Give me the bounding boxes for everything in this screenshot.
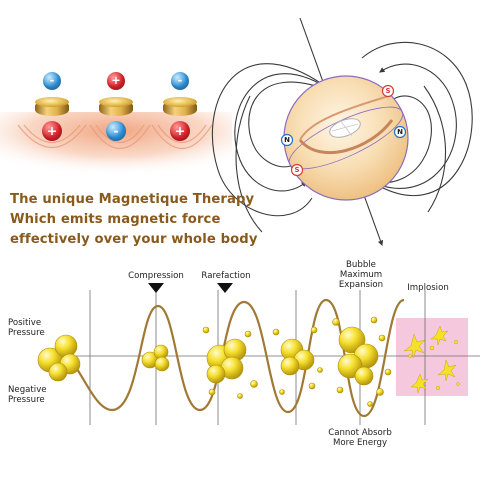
s-pole-left (290, 163, 304, 177)
charge-ball-top-2: + (107, 72, 125, 90)
headline-line-1: The unique Magnetique Therapy (10, 192, 255, 207)
diamond (329, 118, 361, 138)
rarefaction-marker (217, 283, 233, 293)
charge-ball-bottom-2: - (106, 121, 126, 141)
n-pole-label-left: N (284, 136, 290, 144)
label-cannot-line-2: More Energy (332, 438, 388, 448)
charge-ball-bottom-3: + (170, 121, 190, 141)
label-positive-line-2: Pressure (8, 328, 45, 338)
magnet-top-1 (35, 97, 69, 107)
charge-ball-bottom-1: + (42, 121, 62, 141)
charge-ball-top-3: - (171, 72, 189, 90)
heat-arcs (17, 124, 213, 150)
label-negative-line-1: Negative (8, 385, 47, 395)
implosion-background (396, 318, 468, 396)
pressure-wave (61, 298, 405, 418)
label-implosion: Implosion (407, 283, 449, 293)
n-pole-left (280, 133, 294, 147)
headline-line-2: Which emits magnetic force (10, 212, 221, 227)
s-pole-label-right: S (385, 87, 391, 95)
bubble-cluster-rarefaction (202, 326, 258, 399)
ring-band (298, 119, 394, 155)
label-cannot-line-1: Cannot Absorb (328, 428, 392, 438)
magnet-top-3 (163, 97, 197, 107)
cavitation-diagram (37, 290, 480, 425)
bubble-cluster-mid (272, 326, 323, 395)
headline-line-3: effectively over your whole body (10, 232, 258, 247)
label-bubble-line-2: Maximum (339, 270, 383, 280)
implosion-sparks (403, 325, 460, 394)
s-pole-label-left: S (294, 166, 300, 174)
bubble-cluster-compression (141, 344, 170, 372)
compression-marker (148, 283, 164, 293)
label-bubble-line-3: Expansion (338, 280, 384, 290)
charge-ball-top-1: - (43, 72, 61, 90)
label-positive-line-1: Positive (8, 318, 42, 328)
label-rarefaction: Rarefaction (201, 271, 251, 281)
label-compression: Compression (128, 271, 184, 281)
label-bubble-line-1: Bubble (346, 260, 376, 270)
n-pole-right (393, 125, 407, 139)
s-pole-right (381, 84, 395, 98)
magnetic-field-diagram (211, 17, 473, 247)
bubble-cluster-max (332, 316, 392, 407)
bubble-cluster-left (37, 334, 81, 382)
magnet-top-2 (99, 97, 133, 107)
ring-band-back (299, 94, 393, 141)
label-negative-line-2: Pressure (8, 395, 45, 405)
n-pole-label-right: N (397, 128, 403, 136)
